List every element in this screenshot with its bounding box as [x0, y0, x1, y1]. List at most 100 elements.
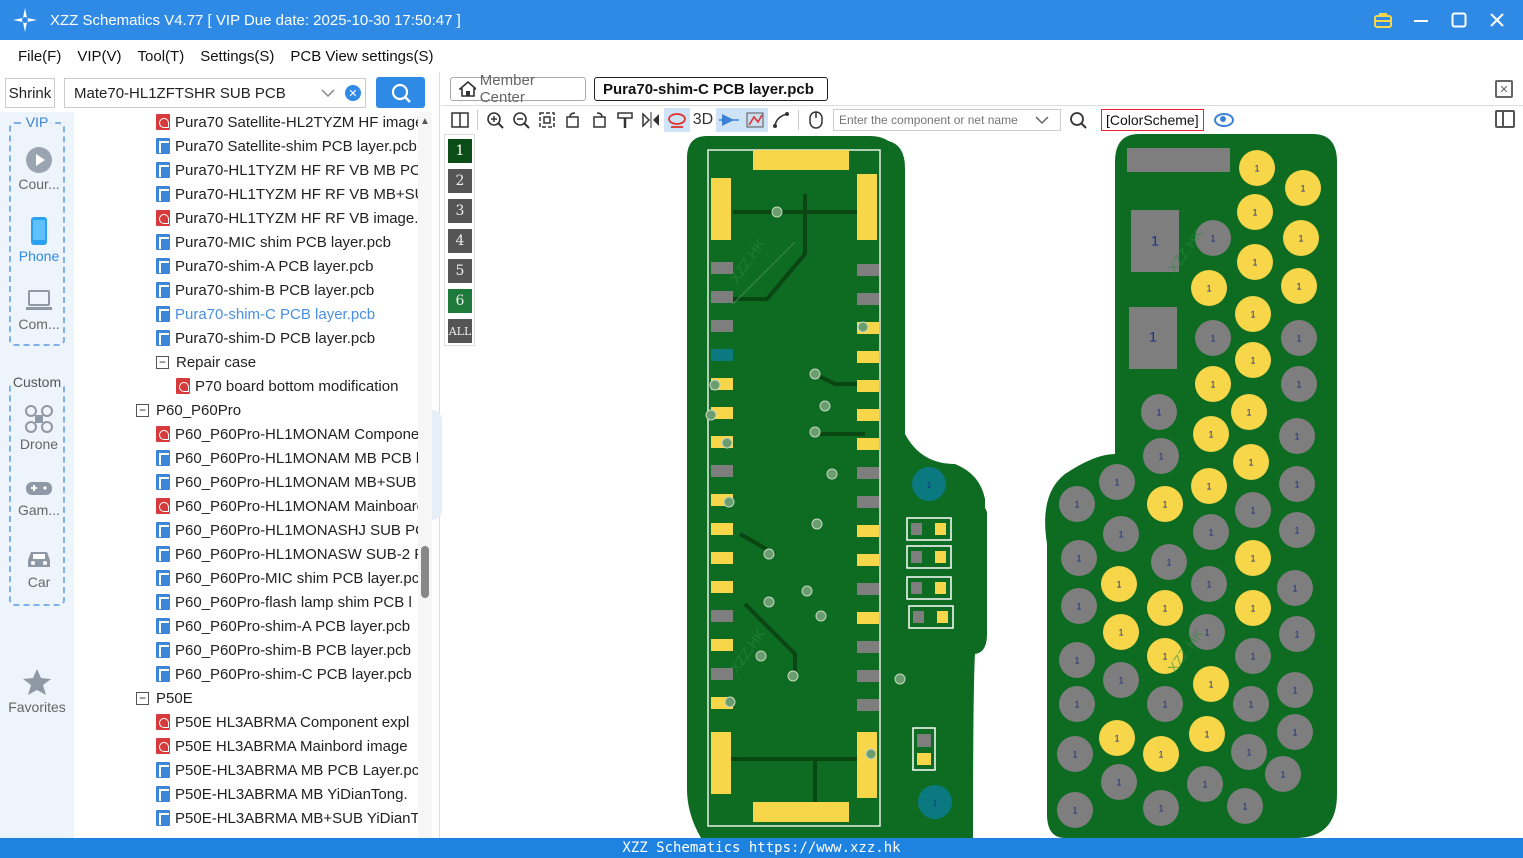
- scroll-up-arrow-icon[interactable]: ▲: [420, 116, 430, 127]
- pcb-pad-number: 1: [1296, 281, 1301, 291]
- tree-file-item[interactable]: P70 board bottom modification: [176, 374, 398, 398]
- tree-file-item[interactable]: P60_P60Pro-HL1MONAM MB+SUB: [156, 470, 416, 494]
- tree-file-item[interactable]: P60_P60Pro-shim-A PCB layer.pcb: [156, 614, 410, 638]
- tree-file-item[interactable]: P50E HL3ABRMA Mainbord image: [156, 734, 408, 758]
- layer-button-6[interactable]: 6: [448, 289, 472, 313]
- zoom-in-icon[interactable]: [482, 108, 508, 132]
- chevron-down-icon[interactable]: [1035, 115, 1049, 125]
- menu-vip[interactable]: VIP(V): [77, 47, 122, 65]
- component-search-combobox[interactable]: [833, 109, 1061, 131]
- clear-icon[interactable]: ✕: [345, 85, 361, 101]
- pcb-pad-number: 1: [1292, 583, 1297, 593]
- tree-file-item[interactable]: Pura70-shim-C PCB layer.pcb: [156, 302, 375, 326]
- tree-folder[interactable]: −P50E: [136, 686, 193, 710]
- side-panel-toggle-icon[interactable]: [1495, 110, 1515, 128]
- trace-tool-icon[interactable]: [768, 108, 794, 132]
- left-pane-collapse-handle[interactable]: [432, 410, 442, 520]
- layer-button-1[interactable]: 1: [448, 139, 472, 163]
- layer-button-all[interactable]: ALL: [448, 319, 472, 343]
- zoom-out-icon[interactable]: [508, 108, 534, 132]
- tree-file-item[interactable]: Pura70 Satellite-HL2TYZM HF image: [156, 112, 418, 134]
- paint-brush-icon[interactable]: [612, 108, 638, 132]
- tree-scrollbar[interactable]: ▲: [418, 112, 432, 838]
- layer-button-3[interactable]: 3: [448, 199, 472, 223]
- component-search-icon[interactable]: [1065, 108, 1091, 132]
- collapse-icon[interactable]: −: [156, 355, 169, 369]
- favorites-button[interactable]: Favorites: [0, 667, 74, 715]
- menu-settings[interactable]: Settings(S): [200, 47, 275, 65]
- close-icon[interactable]: [1485, 8, 1509, 32]
- flip-board-icon[interactable]: [664, 108, 690, 132]
- pcb-bga-ball: [1277, 672, 1313, 708]
- scrollbar-thumb[interactable]: [421, 546, 429, 598]
- tree-item-label: Pura70-MIC shim PCB layer.pcb: [175, 233, 391, 251]
- tree-folder[interactable]: −P60_P60Pro: [136, 398, 241, 422]
- category-car[interactable]: Car: [11, 546, 67, 590]
- tree-file-item[interactable]: Pura70-shim-B PCB layer.pcb: [156, 278, 374, 302]
- tree-file-item[interactable]: P60_P60Pro-flash lamp shim PCB l: [156, 590, 412, 614]
- menu-pcb-view-settings[interactable]: PCB View settings(S): [290, 47, 434, 65]
- tree-file-item[interactable]: Pura70-MIC shim PCB layer.pcb: [156, 230, 391, 254]
- file-search-value[interactable]: Mate70-HL1ZFTSHR SUB PCB: [74, 84, 286, 102]
- rotate-left-icon[interactable]: [560, 108, 586, 132]
- tab-member-center[interactable]: Member Center: [450, 72, 586, 106]
- search-button[interactable]: [376, 77, 425, 108]
- color-scheme-button[interactable]: [ColorScheme]: [1101, 109, 1204, 131]
- eye-icon[interactable]: [1213, 113, 1234, 127]
- tree-file-item[interactable]: Pura70-shim-A PCB layer.pcb: [156, 254, 373, 278]
- mouse-mode-icon[interactable]: [803, 108, 829, 132]
- tree-file-item[interactable]: P50E-HL3ABRMA MB PCB Layer.pcb: [156, 758, 418, 782]
- tree-file-item[interactable]: Pura70-HL1TYZM HF RF VB MB PCB: [156, 158, 418, 182]
- tree-file-item[interactable]: P60_P60Pro-HL1MONASW SUB-2 P: [156, 542, 418, 566]
- pcb-smd-pad: [711, 320, 733, 332]
- menu-tool[interactable]: Tool(T): [137, 47, 185, 65]
- net-highlight-icon[interactable]: [716, 108, 742, 132]
- category-phone[interactable]: Phone: [11, 216, 67, 264]
- fit-view-icon[interactable]: [534, 108, 560, 132]
- toggle-panels-icon[interactable]: [447, 108, 473, 132]
- pcb-component-pad: [937, 611, 948, 623]
- tree-file-item[interactable]: P60_P60Pro-MIC shim PCB layer.pcb: [156, 566, 418, 590]
- maximize-icon[interactable]: [1447, 8, 1471, 32]
- tree-file-item[interactable]: P60_P60Pro-HL1MONAM Mainboard: [156, 494, 418, 518]
- tree-file-item[interactable]: Pura70-HL1TYZM HF RF VB MB+SUB: [156, 182, 418, 206]
- tree-file-item[interactable]: P60_P60Pro-HL1MONAM Component: [156, 422, 418, 446]
- pcb-pad-number: 1: [1294, 431, 1299, 441]
- minimize-icon[interactable]: [1409, 8, 1433, 32]
- component-search-input[interactable]: [839, 113, 1035, 127]
- tree-file-item[interactable]: Pura70 Satellite-shim PCB layer.pcb: [156, 134, 417, 158]
- shrink-button[interactable]: Shrink: [5, 78, 55, 108]
- layer-button-4[interactable]: 4: [448, 229, 472, 253]
- tree-file-item[interactable]: P60_P60Pro-HL1MONASHJ SUB PCB: [156, 518, 418, 542]
- close-tab-icon[interactable]: ✕: [1495, 80, 1513, 98]
- tab-pcb-file[interactable]: Pura70-shim-C PCB layer.pcb: [594, 77, 828, 101]
- collapse-icon[interactable]: −: [136, 691, 149, 705]
- category-drone[interactable]: Drone: [11, 404, 67, 452]
- tree-file-item[interactable]: P50E-HL3ABRMA MB YiDianTong.: [156, 782, 408, 806]
- collapse-icon[interactable]: −: [136, 403, 149, 417]
- category-courses[interactable]: Cour...: [11, 146, 67, 192]
- tree-file-item[interactable]: P60_P60Pro-HL1MONAM MB PCB l: [156, 446, 418, 470]
- category-computer[interactable]: Com...: [11, 288, 67, 332]
- pin-map-icon[interactable]: [742, 108, 768, 132]
- mirror-icon[interactable]: [638, 108, 664, 132]
- chevron-down-icon[interactable]: [321, 86, 339, 101]
- layer-button-5[interactable]: 5: [448, 259, 472, 283]
- tree-file-item[interactable]: P60_P60Pro-shim-C PCB layer.pcb: [156, 662, 412, 686]
- pcb-smd-pad: [857, 583, 879, 595]
- tree-file-item[interactable]: P50E-HL3ABRMA MB+SUB YiDianT: [156, 806, 418, 830]
- rotate-right-icon[interactable]: [586, 108, 612, 132]
- tree-file-item[interactable]: P60_P60Pro-shim-B PCB layer.pcb: [156, 638, 411, 662]
- tree-file-item[interactable]: Pura70-HL1TYZM HF RF VB image.: [156, 206, 418, 230]
- tree-folder[interactable]: −Repair case: [156, 350, 256, 374]
- menu-file[interactable]: File(F): [18, 47, 62, 65]
- tree-file-item[interactable]: P50E HL3ABRMA Component expl: [156, 710, 409, 734]
- toggle-3d-button[interactable]: 3D: [692, 111, 714, 128]
- category-game[interactable]: Gam...: [11, 476, 67, 518]
- tree-file-item[interactable]: Pura70-shim-D PCB layer.pcb: [156, 326, 375, 350]
- file-search-combobox[interactable]: Mate70-HL1ZFTSHR SUB PCB ✕: [64, 78, 366, 108]
- vip-bag-icon[interactable]: [1371, 8, 1395, 32]
- layer-button-2[interactable]: 2: [448, 169, 472, 193]
